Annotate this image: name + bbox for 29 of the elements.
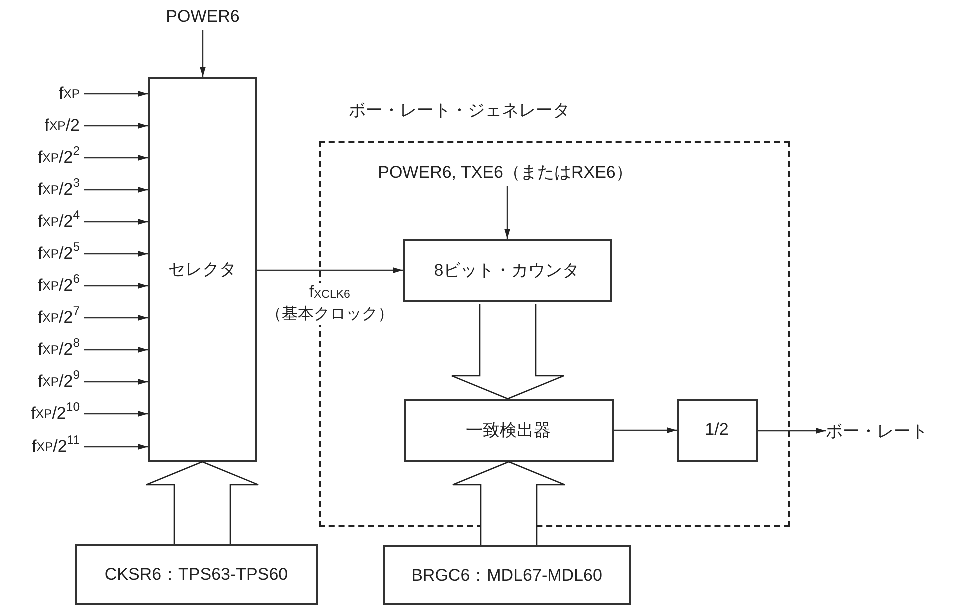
block-arrow — [452, 461, 566, 546]
signal-label: POWER6, TXE6（またはRXE6） — [348, 162, 664, 184]
group-heading: ボー・レート・ジェネレータ — [349, 100, 570, 122]
arrow — [84, 347, 148, 353]
block-box: 1/2 — [676, 398, 758, 462]
arrow — [84, 123, 148, 129]
arrow — [84, 444, 148, 450]
arrow — [200, 30, 206, 77]
arrow — [84, 219, 148, 225]
block-box: 一致検出器 — [404, 398, 614, 462]
arrow — [84, 91, 148, 97]
block-box: BRGC6：MDL67-MDL60 — [383, 545, 631, 605]
arrow — [84, 283, 148, 289]
arrow — [257, 268, 403, 274]
arrow — [84, 251, 148, 257]
block-arrow — [451, 303, 565, 400]
block-box: セレクタ — [148, 77, 257, 462]
block-box: 8ビット・カウンタ — [402, 238, 612, 302]
block-arrow — [146, 461, 260, 545]
arrow — [504, 186, 510, 239]
signal-label: ボー・レート — [826, 420, 954, 442]
arrow — [84, 379, 148, 385]
arrow — [84, 315, 148, 321]
block-box: CKSR6：TPS63-TPS60 — [75, 544, 318, 605]
arrow — [614, 428, 677, 434]
arrow — [758, 428, 826, 434]
arrow — [84, 411, 148, 417]
arrow — [84, 155, 148, 161]
arrow — [84, 187, 148, 193]
